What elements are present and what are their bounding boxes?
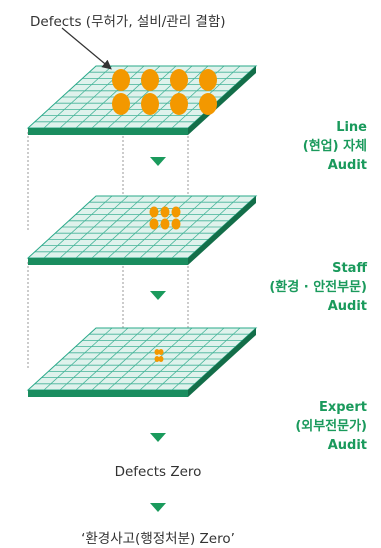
level-subtitle: (외부전문가) [295,419,367,434]
defect-mark [141,93,159,115]
defect-cluster-small [154,349,164,362]
filter-plate-staff [26,195,258,265]
defect-cluster-large [112,69,217,115]
flow-arrows [150,157,166,512]
level-title: Expert [318,400,367,415]
defect-mark [141,69,159,91]
down-arrow-icon [150,291,166,300]
pointer-arrow [61,27,112,70]
goal-label: ‘환경사고(행정처분) Zero’ [81,531,235,547]
defect-mark [154,349,160,355]
level-subtitle: (환경 · 안전부문) [269,280,367,295]
filter-plate-expert [26,327,258,397]
level-staff-label: Staff (환경 · 안전부문) Audit [269,259,367,316]
defect-cluster-medium [149,206,181,230]
level-audit: Audit [327,299,367,314]
down-arrow-icon [150,433,166,442]
defect-mark [158,349,164,355]
result-label: Defects Zero [114,464,202,480]
filter-plate-line [26,65,258,135]
level-title: Staff [332,261,367,276]
level-audit: Audit [327,158,367,173]
defect-mark [160,206,170,218]
level-audit: Audit [327,438,367,453]
defect-mark [154,356,160,362]
defect-mark [170,93,188,115]
down-arrow-icon [150,157,166,166]
defect-mark [149,206,159,218]
defect-mark [158,356,164,362]
defect-mark [170,69,188,91]
defect-mark [160,218,170,230]
defects-label: Defects (무허가, 설비/관리 결함) [30,14,226,30]
level-expert-label: Expert (외부전문가) Audit [295,398,367,455]
level-subtitle: (현업) 자체 [302,139,367,154]
defect-mark [112,69,130,91]
down-arrow-icon [150,503,166,512]
defect-mark [199,93,217,115]
defect-mark [171,206,181,218]
defect-mark [149,218,159,230]
defect-mark [112,93,130,115]
level-line-label: Line (현업) 자체 Audit [303,118,367,175]
defect-mark [171,218,181,230]
level-title: Line [336,120,367,135]
defect-mark [199,69,217,91]
